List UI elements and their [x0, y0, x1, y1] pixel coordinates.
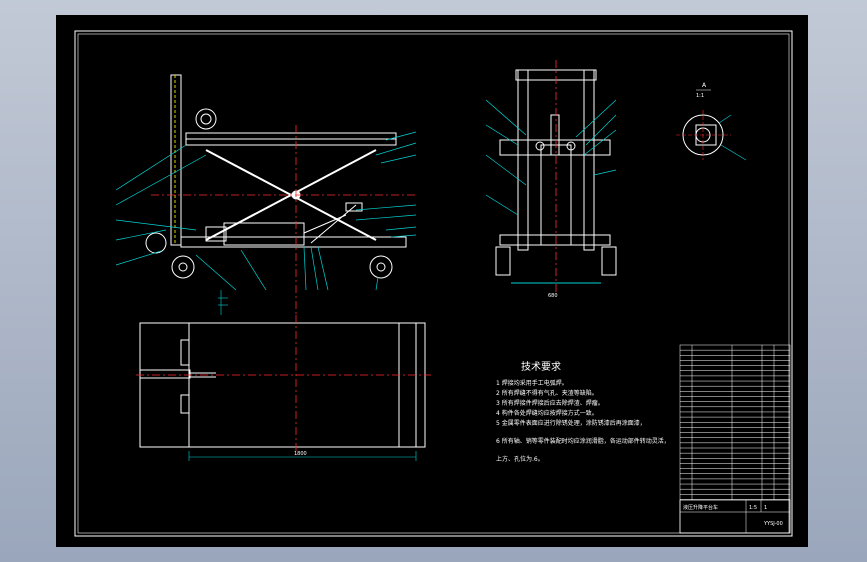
detail-a-scale: 1:1	[696, 93, 704, 99]
end-view-base	[499, 234, 611, 246]
end-view-left-column	[517, 69, 529, 251]
tech-requirements-title: 技术要求	[521, 360, 561, 373]
mast-column	[170, 74, 182, 246]
plan-view-outline	[139, 322, 426, 448]
plan-view-dimension	[188, 451, 417, 461]
tech-req-item: 3 所有焊接件焊接后应去除焊渣、焊瘤。	[496, 399, 604, 407]
front-wheel	[369, 255, 393, 279]
parts-list-table	[679, 344, 791, 534]
title-block-name: 液压升降平台车	[683, 504, 718, 511]
tech-req-item: 2 所有焊缝不得有气孔、夹渣等缺陷。	[496, 389, 598, 397]
plan-view-handle	[139, 369, 191, 379]
plan-length-dimension: 1800	[294, 451, 307, 457]
title-block-sheet: 1	[764, 505, 767, 511]
title-block-scale: 1:5	[749, 505, 757, 511]
end-view-right-column	[583, 69, 595, 251]
detail-a-view: A 1:1	[676, 82, 747, 161]
side-view-dimension-ticks	[218, 290, 228, 315]
rear-wheel	[171, 255, 195, 279]
end-view-wheel-left	[495, 246, 511, 276]
lower-frame	[180, 236, 407, 248]
tech-req-item: 1 焊接均采用手工电弧焊。	[496, 379, 568, 387]
tech-req-item: 上方、孔位为.6。	[496, 455, 544, 463]
foot-wheel	[145, 232, 167, 254]
tech-requirements-block: 技术要求 1 焊接均采用手工电弧焊。 2 所有焊缝不得有气孔、夹渣等缺陷。 3 …	[496, 360, 670, 463]
hydraulic-cylinder	[223, 222, 305, 246]
top-pulley	[195, 108, 217, 130]
end-view-pin-right	[566, 141, 576, 151]
cad-drawing-canvas: 680 A 1:1 1800 技术要求 1 焊接均采用手工电弧焊。 2 所有焊	[56, 15, 808, 547]
title-block: 液压升降平台车 1:5 1 YYSJ-00	[679, 499, 791, 534]
tech-req-item: 4 构件各处焊缝均应按焊接方式一致。	[496, 409, 598, 417]
end-view-leaders	[485, 99, 617, 216]
tech-req-item: 6 所有轴、销等零件装配时均应涂润滑脂，各运动部件转动灵活，	[496, 437, 670, 445]
end-view-width-dimension: 680	[548, 293, 558, 299]
end-view-wheel-right	[601, 246, 617, 276]
tech-req-item: 5 金属零件表面应进行除锈处理，涂防锈漆后再涂面漆，	[496, 419, 646, 427]
side-view-leaders	[115, 131, 417, 291]
end-view-pin-left	[535, 141, 545, 151]
detail-a-label: A	[702, 82, 707, 89]
plan-view	[139, 322, 426, 448]
title-block-drawing-no: YYSJ-00	[763, 521, 783, 527]
outer-border	[74, 30, 793, 537]
inner-border	[77, 33, 790, 534]
